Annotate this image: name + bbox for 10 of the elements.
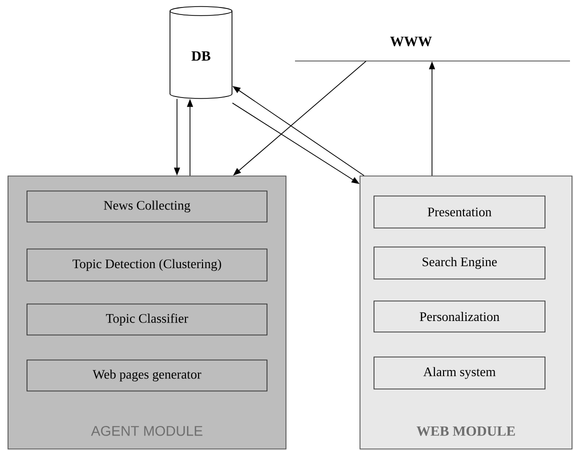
component-box: Presentation — [374, 196, 546, 228]
component-box: News Collecting — [26, 190, 268, 222]
www-bar: WWW — [294, 36, 570, 62]
component-box: Alarm system — [374, 356, 546, 390]
component-box: Web pages generator — [26, 360, 268, 392]
database-cylinder: DB — [170, 6, 232, 99]
component-box: Personalization — [374, 300, 546, 332]
component-box: Topic Detection (Clustering) — [26, 248, 268, 282]
component-box: Topic Classifier — [26, 304, 268, 336]
component-box: Search Engine — [374, 246, 546, 280]
